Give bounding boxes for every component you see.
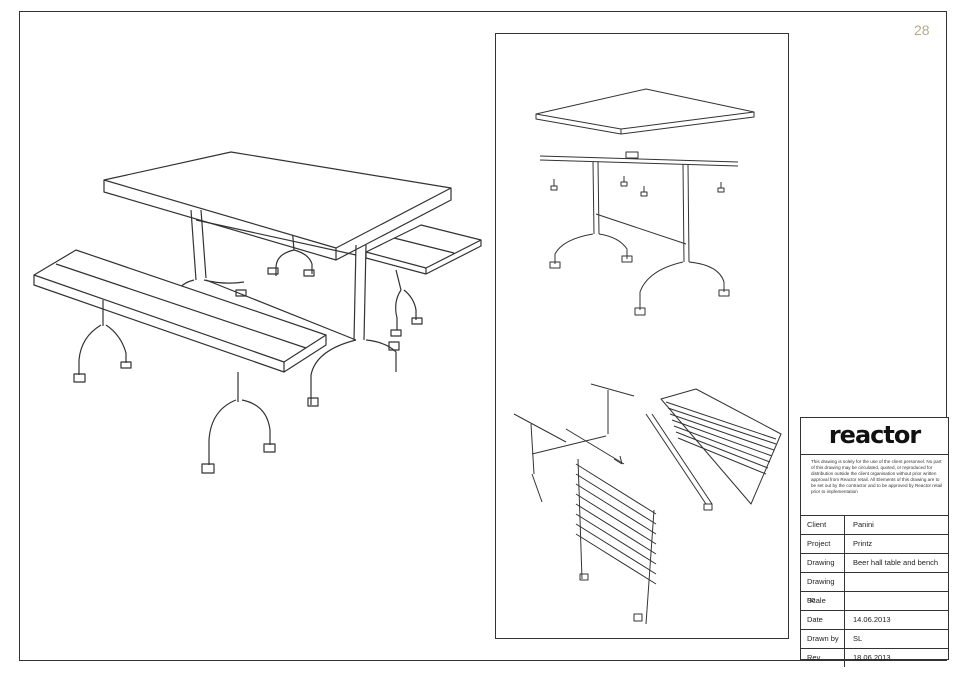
title-block: reactor This drawing is solely for the u… xyxy=(800,417,949,667)
title-row-scale: Scale xyxy=(801,591,948,610)
title-row-value: SL xyxy=(853,634,863,643)
brand-logo-area: reactor xyxy=(801,418,948,455)
disclaimer-text: This drawing is solely for the use of th… xyxy=(811,459,943,494)
bench-stack xyxy=(660,388,782,505)
left-bench xyxy=(33,249,327,474)
title-row-value: 18.06.2013 xyxy=(853,653,891,662)
title-row-value: 14.06.2013 xyxy=(853,615,891,624)
folding-legs xyxy=(513,383,635,503)
title-row-label: Drawn by xyxy=(801,630,845,648)
title-row-label: Project xyxy=(801,535,845,553)
exploded-frame xyxy=(539,151,739,316)
title-row-label: Rev xyxy=(801,649,845,667)
assembly-and-stacking-diagram xyxy=(513,88,782,625)
title-row-project: Project Printz xyxy=(801,534,948,553)
table-frame xyxy=(173,209,400,407)
table-and-bench-isometric xyxy=(33,151,482,474)
title-row-date: Date 14.06.2013 xyxy=(801,610,948,629)
right-bench xyxy=(365,224,482,337)
title-block-rows: Client Panini Project Printz Drawing Bee… xyxy=(801,515,948,667)
title-row-label: Date xyxy=(801,611,845,629)
title-row-label: Drawing no xyxy=(801,573,845,604)
title-row-value: Beer hall table and bench xyxy=(853,558,939,567)
title-row-label: Scale xyxy=(801,592,845,610)
table-stack xyxy=(575,413,713,625)
title-row-rev: Rev 18.06.2013 xyxy=(801,648,948,667)
detail-panel xyxy=(495,33,789,639)
brand-logo: reactor xyxy=(828,421,921,449)
exploded-table-top xyxy=(535,88,755,135)
page-number: 28 xyxy=(914,22,930,38)
title-row-drawing: Drawing Beer hall table and bench xyxy=(801,553,948,572)
sheet-border xyxy=(19,11,947,661)
title-row-label: Client xyxy=(801,516,845,534)
title-row-label: Drawing xyxy=(801,554,845,572)
title-row-value: Printz xyxy=(853,539,873,548)
title-row-value: Panini xyxy=(853,520,874,529)
table-top xyxy=(103,151,452,261)
title-row-drawing-no: Drawing no xyxy=(801,572,948,604)
title-row-drawn-by: Drawn by SL xyxy=(801,629,948,648)
title-row-client: Client Panini xyxy=(801,515,948,534)
